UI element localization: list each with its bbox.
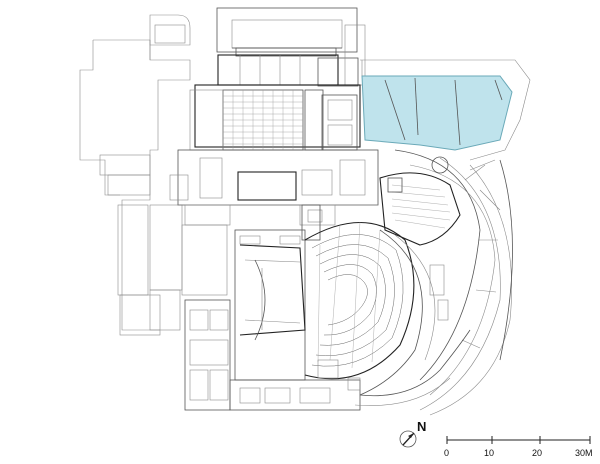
highlighted-room — [360, 59, 531, 161]
stage — [234, 204, 321, 381]
scale-tick-30: 30M — [575, 448, 593, 458]
stage-house — [189, 7, 366, 151]
scale-tick-20: 20 — [532, 448, 542, 458]
scale-tick-0: 0 — [444, 448, 449, 458]
left-building-outline — [79, 14, 228, 336]
foyer — [394, 149, 513, 416]
back-of-house — [169, 149, 379, 226]
north-arrow-label: N — [417, 419, 426, 434]
north-arrow: N — [399, 419, 426, 448]
scale-tick-10: 10 — [484, 448, 494, 458]
lower-services — [184, 299, 471, 411]
stair-core — [379, 156, 461, 246]
auditorium-seating — [304, 221, 436, 396]
scale-bar: 0 10 20 30M — [444, 436, 593, 458]
